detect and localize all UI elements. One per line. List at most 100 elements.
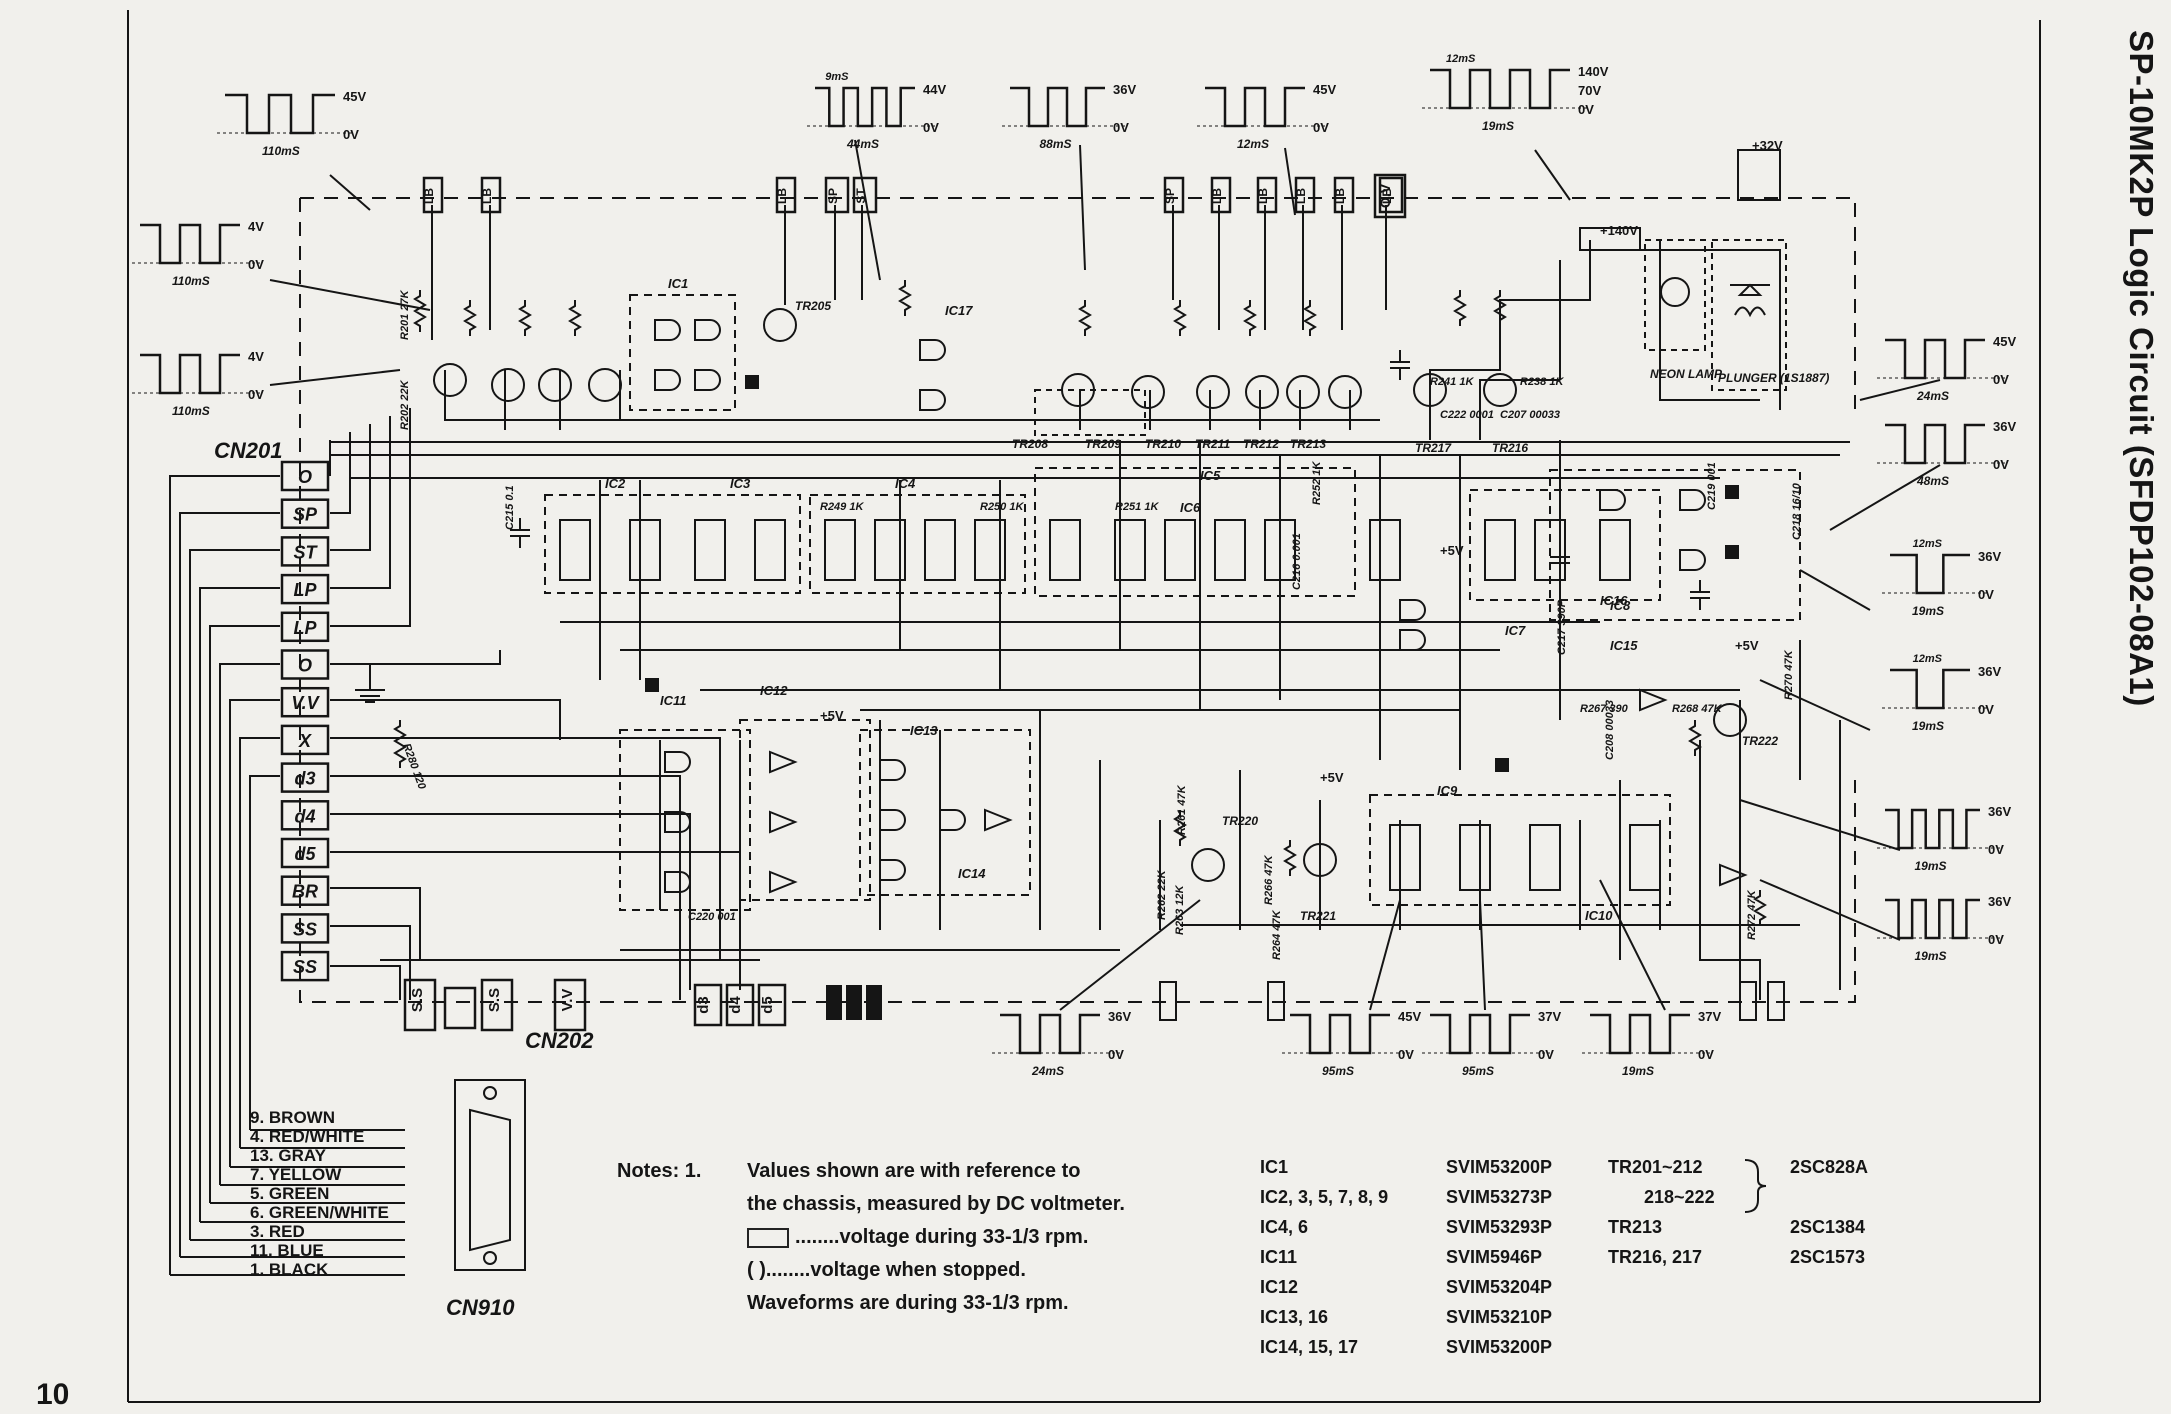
top-pin-label: SP [826,188,840,204]
component-label: R267 390 [1580,703,1629,715]
waveform-period-label: 19mS [1912,604,1944,618]
cn201-pin-box [280,498,330,529]
cn201-pin-label: d5 [294,844,316,864]
waveform-low-label: 0V [1993,457,2009,472]
waveform-trace [1885,898,1980,940]
waveform-trace [1590,1013,1690,1055]
bottom-pin-box [757,983,787,1027]
bottom-pin-label: d4 [727,996,744,1014]
waveform-trace [140,223,240,265]
supply-label: +5V [1320,770,1344,785]
waveform-period-label: 95mS [1322,1064,1354,1078]
waveform-period-label: 12mS [1237,137,1269,151]
waveform-high-label: 36V [1108,1009,1131,1024]
ic-part: SVIM53293P [1446,1217,1553,1237]
ic1-gates [654,319,721,391]
waveform-period-label: 19mS [1622,1064,1654,1078]
cn201-pin-label: V.V [291,693,320,713]
waveform-low-label: 0V [1538,1047,1554,1062]
ic-group-outline [544,494,801,594]
top-pin-box [1163,176,1185,214]
waveform-trace [140,353,240,395]
ic-part: SVIM53200P [1446,1337,1553,1357]
top-pin: LB [1256,176,1278,214]
cn202-blank-pin [443,986,477,1030]
waveform-low-label: 0V [248,257,264,272]
transistor-label: TR216 [1492,441,1528,455]
cn201-pin-box [280,800,330,831]
tr-part: 2SC1384 [1790,1217,1866,1237]
transistor-label: TR220 [1222,814,1258,828]
ic-label: IC9 [1437,783,1458,798]
waveform-trace [1010,86,1105,128]
cn201-pin-box [280,649,330,680]
neon-lamp-symbol [1660,277,1690,307]
cn910-screw [483,1251,497,1265]
component-label: C220 001 [688,911,736,923]
waveform-pulse-label: 12mS [1913,538,1943,550]
tr-part: ​ [1790,1182,1868,1212]
test-pad [1495,758,1509,772]
transistor [1245,375,1279,409]
transistor-label: TR213 [1290,437,1326,451]
ic-label: IC2 [605,476,626,491]
transistor [1286,375,1320,409]
top-pin-label: LB [422,188,436,204]
cn201-label: CN201 [214,438,283,463]
waveform-low-label: 0V [1108,1047,1124,1062]
plunger-label: PLUNGER (1S1887) [1718,371,1829,385]
test-pad [645,678,659,692]
waveform-low-label: 0V [1113,120,1129,135]
tr-ref: TR216, 217 [1608,1247,1703,1267]
cn201-pin-label: d4 [294,806,315,826]
ic-label: IC5 [1200,468,1221,483]
supply-label: +140V [1600,223,1638,238]
transistor [763,308,797,342]
cn201-pin: BR [280,875,330,906]
ic-ref: IC4, 6 [1260,1217,1309,1237]
top-pin-box [1256,176,1278,214]
ic-block [1484,519,1516,581]
ic-block [974,519,1006,581]
transistor-label: TR208 [1012,437,1048,451]
cn201-pin-box [280,724,330,756]
transistor [1483,373,1517,407]
tr-ref: TR213 [1608,1217,1663,1237]
wire-color: 4. RED/WHITE [250,1127,365,1146]
bottom-pin-label: d3 [695,996,712,1014]
waveform-low-label: 0V [343,127,359,142]
waveform-low-label: 0V [1313,120,1329,135]
bottom-pad [866,985,882,1020]
transistor-label: TR209 [1085,437,1121,451]
top-pin-label: LB [1256,188,1270,204]
cn201-pin-label: O [298,467,312,487]
transistor [491,368,525,402]
waveform-period-label: 110mS [172,274,210,288]
ic-group-outline [1469,489,1661,601]
ic-label: IC1 [668,276,688,291]
component-label: R249 1K [820,501,864,513]
cn202-pin: S.S [403,978,437,1032]
waveform-low-label: 0V [1698,1047,1714,1062]
top-pin: LB [422,176,444,214]
transistor-label: TR205 [795,299,831,313]
ic-group-outline [1034,467,1356,597]
ic17-gates [919,339,946,411]
cn201-pin-label: LP [293,618,317,638]
plunger-box [1711,239,1787,391]
waveform-trace [1000,1013,1100,1055]
bottom-terminal [1767,981,1785,1021]
nand-gates [664,751,691,893]
waveform-low-label: 0V [1978,702,1994,717]
supply-label: +5V [1440,543,1464,558]
top-pin-box [824,176,850,214]
title-block: SP-10MK2P Logic Circuit (SFDP102-08A1) [2048,30,2168,860]
waveform-period-label: 24mS [1031,1064,1064,1078]
tr-ref: TR201~212 [1608,1157,1703,1177]
waveform-period-label: 19mS [1915,859,1947,873]
ic-label: IC3 [730,476,751,491]
